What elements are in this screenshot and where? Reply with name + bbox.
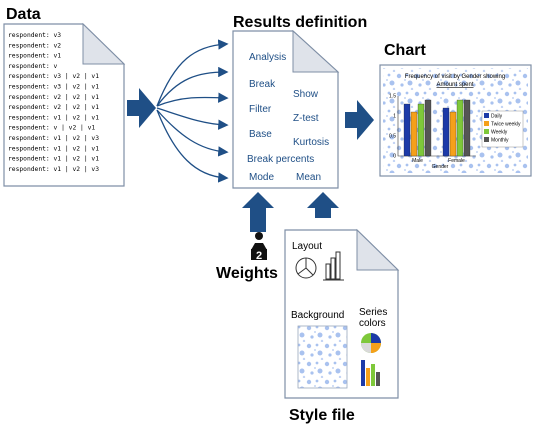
mini-chart-bar bbox=[449, 111, 457, 157]
style-series-label-line2: colors bbox=[359, 318, 386, 329]
data-line: respondent: v1 | v2 | v1 bbox=[8, 156, 99, 163]
series-bars-icon bbox=[361, 360, 380, 386]
mini-chart-bar bbox=[424, 99, 432, 157]
mini-chart-title-line2: Amount spent bbox=[436, 82, 473, 88]
mini-chart-legend-label: Weekly bbox=[491, 130, 508, 136]
data-document: respondent: v3 respondent: v2 respondent: … bbox=[3, 22, 126, 187]
term-filter: Filter bbox=[249, 104, 272, 115]
mini-chart-y-tick: 0.5 bbox=[389, 134, 396, 140]
mini-chart-legend-label: Twice weekly bbox=[491, 122, 521, 128]
style-file-label: Style file bbox=[289, 407, 355, 424]
mini-chart-title-line1: Frequency of visit by Gender showing bbox=[405, 74, 505, 80]
style-series-label-line1: Series bbox=[359, 307, 387, 318]
mini-chart-bar bbox=[410, 111, 418, 157]
weights-label: Weights bbox=[216, 265, 278, 282]
mini-chart-bar bbox=[417, 103, 425, 157]
term-ztest: Z-test bbox=[293, 113, 319, 124]
mini-chart-category-label: Female bbox=[448, 158, 465, 164]
mini-chart-bar bbox=[442, 107, 450, 157]
weights-icon: 2 bbox=[251, 232, 267, 262]
data-line: respondent: v3 bbox=[8, 32, 61, 39]
mini-chart-bar bbox=[456, 99, 464, 157]
results-definition-document: Analysis Break Show Filter Z-test Base K… bbox=[232, 29, 340, 189]
mini-chart-x-axis-label: Gender bbox=[432, 164, 449, 170]
mini-chart-bar bbox=[463, 99, 471, 157]
data-line: respondent: v2 | v2 | v1 bbox=[8, 94, 99, 101]
series-pie-icon bbox=[361, 333, 381, 353]
term-break: Break bbox=[249, 79, 276, 90]
mini-chart-legend-swatch bbox=[484, 129, 489, 134]
term-analysis: Analysis bbox=[249, 52, 286, 63]
data-line: respondent: v1 | v2 | v1 bbox=[8, 114, 99, 121]
background-swatch bbox=[297, 325, 348, 389]
data-to-results-arrow bbox=[127, 88, 156, 128]
bar-outline-icon bbox=[323, 251, 344, 281]
fan-arrow bbox=[156, 39, 229, 107]
mini-chart-category-label: Male bbox=[412, 158, 423, 164]
fan-arrows bbox=[156, 39, 229, 183]
data-line: respondent: v1 | v2 | v3 bbox=[8, 166, 99, 173]
data-line: respondent: v3 | v2 | v1 bbox=[8, 73, 99, 80]
style-up-arrow bbox=[307, 192, 339, 218]
weights-up-arrow bbox=[242, 192, 274, 232]
chart-label: Chart bbox=[384, 42, 426, 59]
mini-chart-y-tick: 0 bbox=[393, 154, 396, 160]
data-lines: respondent: v3 respondent: v2 respondent: … bbox=[8, 32, 99, 173]
data-line: respondent: v1 bbox=[8, 53, 61, 60]
data-line: respondent: v1 | v2 | v3 bbox=[8, 135, 99, 142]
term-base: Base bbox=[249, 129, 272, 140]
data-line: respondent: v bbox=[8, 63, 57, 70]
style-layout-label: Layout bbox=[292, 241, 322, 252]
mini-chart-legend-label: Monthly bbox=[491, 138, 509, 144]
mini-chart-y-tick: 1.5 bbox=[389, 94, 396, 100]
fan-arrow bbox=[156, 109, 229, 183]
style-background-label: Background bbox=[291, 310, 344, 321]
data-line: respondent: v2 bbox=[8, 42, 61, 49]
mini-chart-legend-swatch bbox=[484, 121, 489, 126]
mini-chart-legend-swatch bbox=[484, 137, 489, 142]
term-mode: Mode bbox=[249, 172, 274, 183]
style-file-document: Layout Background Series colors bbox=[284, 228, 400, 399]
data-line: respondent: v | v2 | v1 bbox=[8, 125, 95, 132]
fan-arrow bbox=[156, 109, 229, 157]
data-label: Data bbox=[6, 6, 41, 23]
data-line: respondent: v2 | v2 | v1 bbox=[8, 104, 99, 111]
mini-chart-legend-label: Daily bbox=[491, 114, 503, 120]
mini-chart-bar bbox=[403, 103, 411, 157]
fan-arrow bbox=[156, 66, 229, 107]
pie-outline-icon bbox=[295, 257, 317, 279]
term-kurtosis: Kurtosis bbox=[293, 137, 329, 148]
mini-chart-legend-swatch bbox=[484, 113, 489, 118]
fan-arrow bbox=[156, 92, 229, 107]
term-mean: Mean bbox=[296, 172, 321, 183]
results-definition-label: Results definition bbox=[233, 14, 367, 31]
data-line: respondent: v1 | v2 | v1 bbox=[8, 145, 99, 152]
fan-arrow bbox=[156, 107, 229, 130]
results-to-chart-arrow bbox=[345, 100, 374, 140]
chart-thumbnail: Frequency of visit by Gender showing Amo… bbox=[379, 64, 532, 177]
term-break-percents: Break percents bbox=[247, 154, 314, 165]
mini-chart-y-tick: 1 bbox=[393, 114, 396, 120]
weights-digit: 2 bbox=[256, 250, 262, 262]
data-line: respondent: v3 | v2 | v1 bbox=[8, 84, 99, 91]
term-show: Show bbox=[293, 89, 319, 100]
